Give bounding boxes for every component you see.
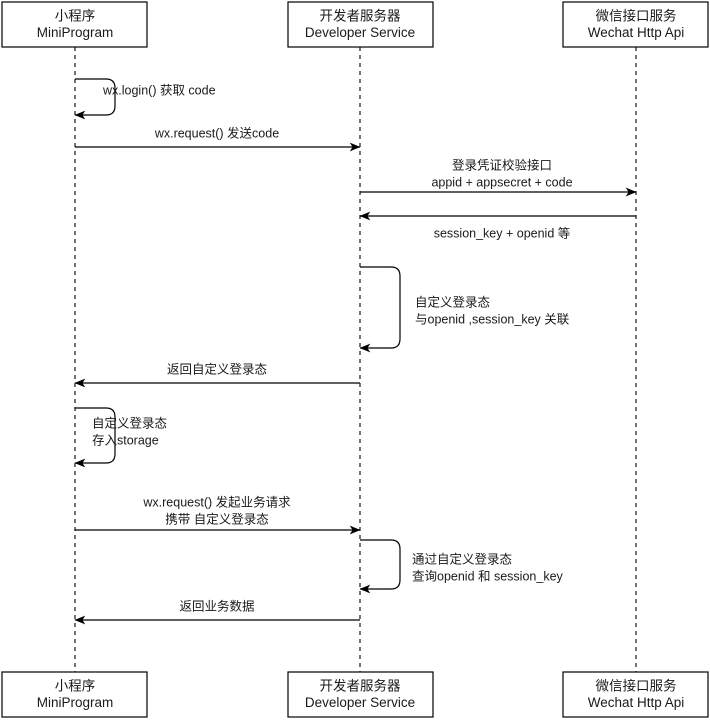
message-label-line: 通过自定义登录态: [412, 551, 512, 566]
self-message-loop: [74, 407, 116, 468]
actor-miniprogram-top[interactable]: 小程序 MiniProgram: [1, 1, 148, 48]
self-message-loop: [359, 266, 401, 353]
message-m6[interactable]: 返回自定义登录态: [74, 361, 360, 388]
actor-label-en: Developer Service: [305, 25, 415, 40]
self-message-loop: [74, 78, 116, 120]
actor-box-frame: [287, 1, 434, 48]
message-label-line: 返回自定义登录态: [167, 361, 267, 376]
actor-label-cn: 微信接口服务: [596, 677, 677, 693]
message-label-line: 登录凭证校验接口: [452, 157, 552, 172]
message-label-line: 自定义登录态: [92, 415, 167, 430]
actor-box-frame: [1, 1, 148, 48]
actor-wechat-top[interactable]: 微信接口服务 Wechat Http Api: [562, 1, 709, 48]
actor-box-frame: [287, 671, 434, 718]
actor-box-frame: [1, 671, 148, 718]
actor-box-frame: [562, 1, 709, 48]
actor-label-cn: 小程序: [55, 678, 96, 693]
actor-wechat-bottom[interactable]: 微信接口服务 Wechat Http Api: [562, 671, 709, 718]
message-label-line: 查询openid 和 session_key: [412, 569, 564, 583]
actor-label-cn: 开发者服务器: [320, 678, 401, 693]
actor-box-frame: [562, 671, 709, 718]
message-label-line: wx.request() 发起业务请求: [142, 494, 291, 509]
message-label-line: wx.login() 获取 code: [102, 83, 216, 97]
message-label-line: 携带 自定义登录态: [165, 511, 268, 526]
actor-label-cn: 开发者服务器: [320, 8, 401, 23]
actor-miniprogram-bottom[interactable]: 小程序 MiniProgram: [1, 671, 148, 718]
actor-label-en: Wechat Http Api: [588, 25, 685, 40]
message-label-line: 自定义登录态: [415, 294, 490, 309]
message-m3[interactable]: 登录凭证校验接口 appid + appsecret + code: [360, 157, 637, 197]
actor-label-en: Wechat Http Api: [588, 695, 685, 710]
message-m2[interactable]: wx.request() 发送code: [75, 125, 361, 152]
messages-group: wx.login() 获取 code wx.request() 发送code 登录凭…: [74, 78, 637, 625]
actor-label-en: MiniProgram: [37, 25, 114, 40]
actor-label-cn: 小程序: [55, 8, 96, 23]
message-label-line: appid + appsecret + code: [431, 175, 572, 189]
message-label-line: wx.request() 发送code: [154, 125, 279, 140]
message-m10[interactable]: 返回业务数据: [74, 598, 360, 625]
actor-developer-top[interactable]: 开发者服务器 Developer Service: [287, 1, 434, 48]
self-message-loop: [359, 539, 401, 594]
message-m4[interactable]: session_key + openid 等: [359, 211, 636, 240]
actor-label-en: MiniProgram: [37, 695, 114, 710]
message-label-line: 与openid ,session_key 关联: [415, 312, 570, 326]
message-label-line: 返回业务数据: [179, 598, 254, 613]
actor-label-cn: 微信接口服务: [596, 7, 677, 23]
actor-developer-bottom[interactable]: 开发者服务器 Developer Service: [287, 671, 434, 718]
message-label-line: 存入storage: [92, 433, 159, 447]
actor-label-en: Developer Service: [305, 695, 415, 710]
message-m1[interactable]: wx.login() 获取 code: [74, 78, 216, 120]
message-label-line: session_key + openid 等: [434, 225, 571, 240]
